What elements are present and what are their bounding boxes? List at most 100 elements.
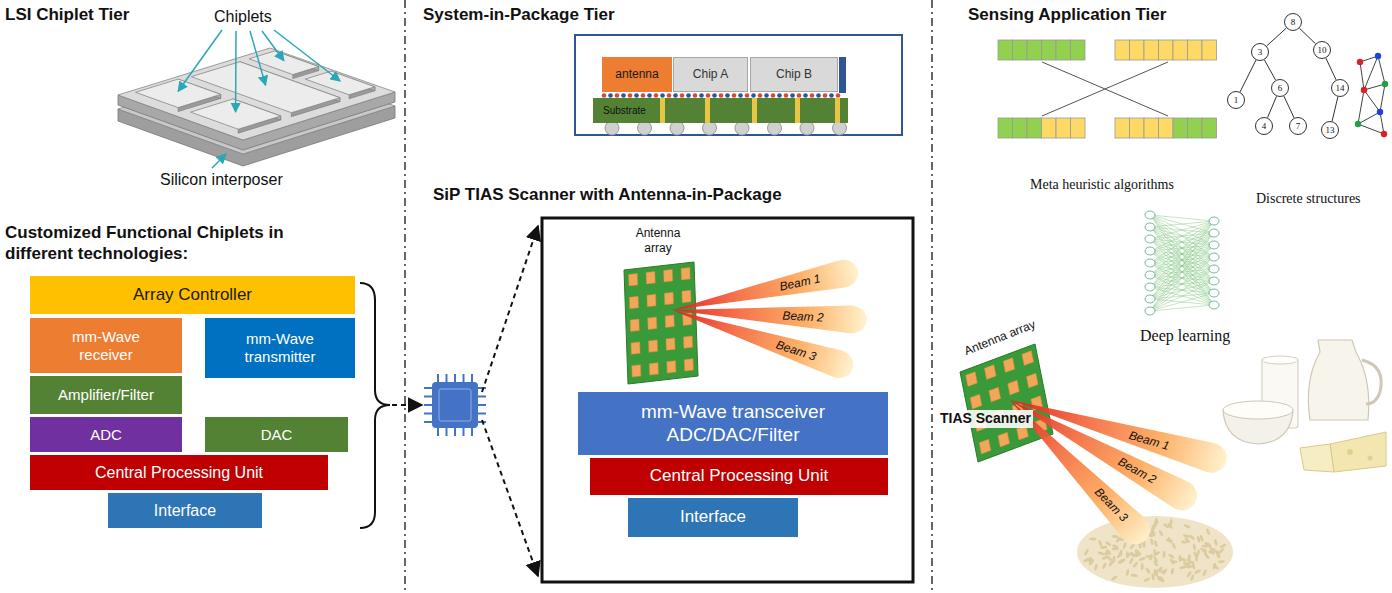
chiplet-block: Chip B <box>750 57 838 92</box>
chromosome-bars <box>1027 118 1042 138</box>
leader-arrow <box>274 30 340 81</box>
chiplet-block: mm-Wave receiver <box>30 318 182 373</box>
neural-network <box>1145 271 1155 279</box>
chromosome-bars <box>1027 40 1042 60</box>
rice-pile <box>1143 577 1151 582</box>
chromosome-bars <box>1042 62 1168 116</box>
chiplet-block: mm-Wave transmitter <box>205 318 355 378</box>
chip-icon <box>424 404 432 406</box>
graph-network <box>1364 84 1385 90</box>
rice-pile <box>1128 557 1134 564</box>
node-text: antenna <box>615 67 658 81</box>
chip-icon <box>437 374 439 382</box>
node-text: 3 <box>1258 47 1263 58</box>
antenna-array <box>970 394 982 409</box>
chiplet-shapes <box>136 51 375 133</box>
chromosome-bars <box>1202 40 1217 60</box>
antenna-array <box>1026 373 1038 388</box>
sip-cross-section <box>839 57 846 93</box>
neural-network <box>1150 215 1214 293</box>
chip-icon <box>454 374 456 382</box>
leader-arrow <box>212 154 226 168</box>
chiplet-block: Amplifier/Filter <box>30 376 182 414</box>
neural-network <box>1150 221 1214 299</box>
rice-pile <box>1100 545 1107 549</box>
antenna-array <box>632 365 641 377</box>
neural-network <box>1150 215 1214 305</box>
sip-cross-section <box>605 121 619 135</box>
tier-heading: Sensing Application Tier <box>968 4 1166 25</box>
chiplet-block: Central Processing Unit <box>30 455 328 490</box>
part-name: Chiplets <box>214 7 272 27</box>
node-text: 1 <box>1234 95 1239 106</box>
chromosome-bars <box>998 40 1013 60</box>
node-text: Central Processing Unit <box>650 466 829 486</box>
rice-pile <box>1170 568 1174 575</box>
chiplet-block: Central Processing Unit <box>590 458 888 495</box>
neural-network <box>1145 283 1155 291</box>
node-text: Interface <box>154 501 216 520</box>
sip-cross-section <box>575 35 902 135</box>
neural-network <box>1150 215 1214 269</box>
tree-node: 14 <box>1331 79 1349 97</box>
chiplet-block: Interface <box>628 498 798 537</box>
node-text: 10 <box>1318 45 1327 56</box>
chromosome-bars <box>998 40 1217 138</box>
antenna-array <box>1022 351 1034 366</box>
bracket <box>360 283 390 528</box>
node-text: 6 <box>1278 83 1283 94</box>
tier-separator <box>405 0 932 593</box>
neural-network <box>1150 281 1214 311</box>
chromosome-bars <box>1144 40 1159 60</box>
device-name: TIAS Scanner <box>938 410 1033 428</box>
antenna-array <box>664 292 673 304</box>
rice-pile <box>1125 569 1129 576</box>
chiplet-block: ADC <box>30 417 182 452</box>
chromosome-bars <box>1042 118 1057 138</box>
neural-network <box>1209 229 1219 237</box>
graph-network <box>1357 59 1363 65</box>
tree-node: 1 <box>1227 91 1245 109</box>
node-text: Chip B <box>776 67 812 81</box>
tree-edge <box>1264 60 1275 80</box>
chromosome-bars <box>1115 118 1130 138</box>
antenna-array <box>665 315 674 327</box>
antenna-array <box>682 290 691 302</box>
chip-icon <box>478 387 486 389</box>
beam-label: Beam 3 <box>1091 485 1131 525</box>
dairy-products <box>1308 340 1368 420</box>
antenna-array <box>630 319 639 331</box>
sip-cross-section <box>833 121 847 135</box>
neural-network <box>1145 247 1155 255</box>
chromosome-bars <box>1202 118 1217 138</box>
neural-network <box>1209 217 1219 225</box>
chromosome-bars <box>1042 40 1057 60</box>
rice-pile <box>1188 554 1191 561</box>
tree-edge <box>1268 96 1277 117</box>
chromosome-bars <box>1159 118 1174 138</box>
chromosome-bars <box>1013 40 1028 60</box>
antenna-array <box>966 372 978 387</box>
tree-edge <box>1326 58 1336 80</box>
chip-icon <box>424 396 432 398</box>
neural-network <box>1209 265 1219 273</box>
dairy-products <box>1223 401 1293 419</box>
rice-pile <box>1131 573 1138 577</box>
neural-network <box>1150 293 1214 311</box>
rice-pile <box>1216 551 1220 558</box>
rice-pile <box>1153 549 1157 556</box>
antenna-array <box>666 338 675 350</box>
tree-edge <box>1300 28 1316 43</box>
neural-network <box>1150 245 1214 311</box>
antenna-array <box>649 363 658 375</box>
rice-pile <box>1180 557 1188 562</box>
rice-pile <box>1145 555 1152 559</box>
dairy-products <box>1362 360 1381 404</box>
antenna-array <box>631 342 640 354</box>
antenna-array <box>684 336 693 348</box>
node-text: Substrate <box>603 105 646 117</box>
chromosome-bars <box>1013 118 1028 138</box>
rice-pile <box>1194 569 1202 575</box>
rice-pile <box>1126 551 1129 558</box>
neural-network <box>1209 277 1219 285</box>
